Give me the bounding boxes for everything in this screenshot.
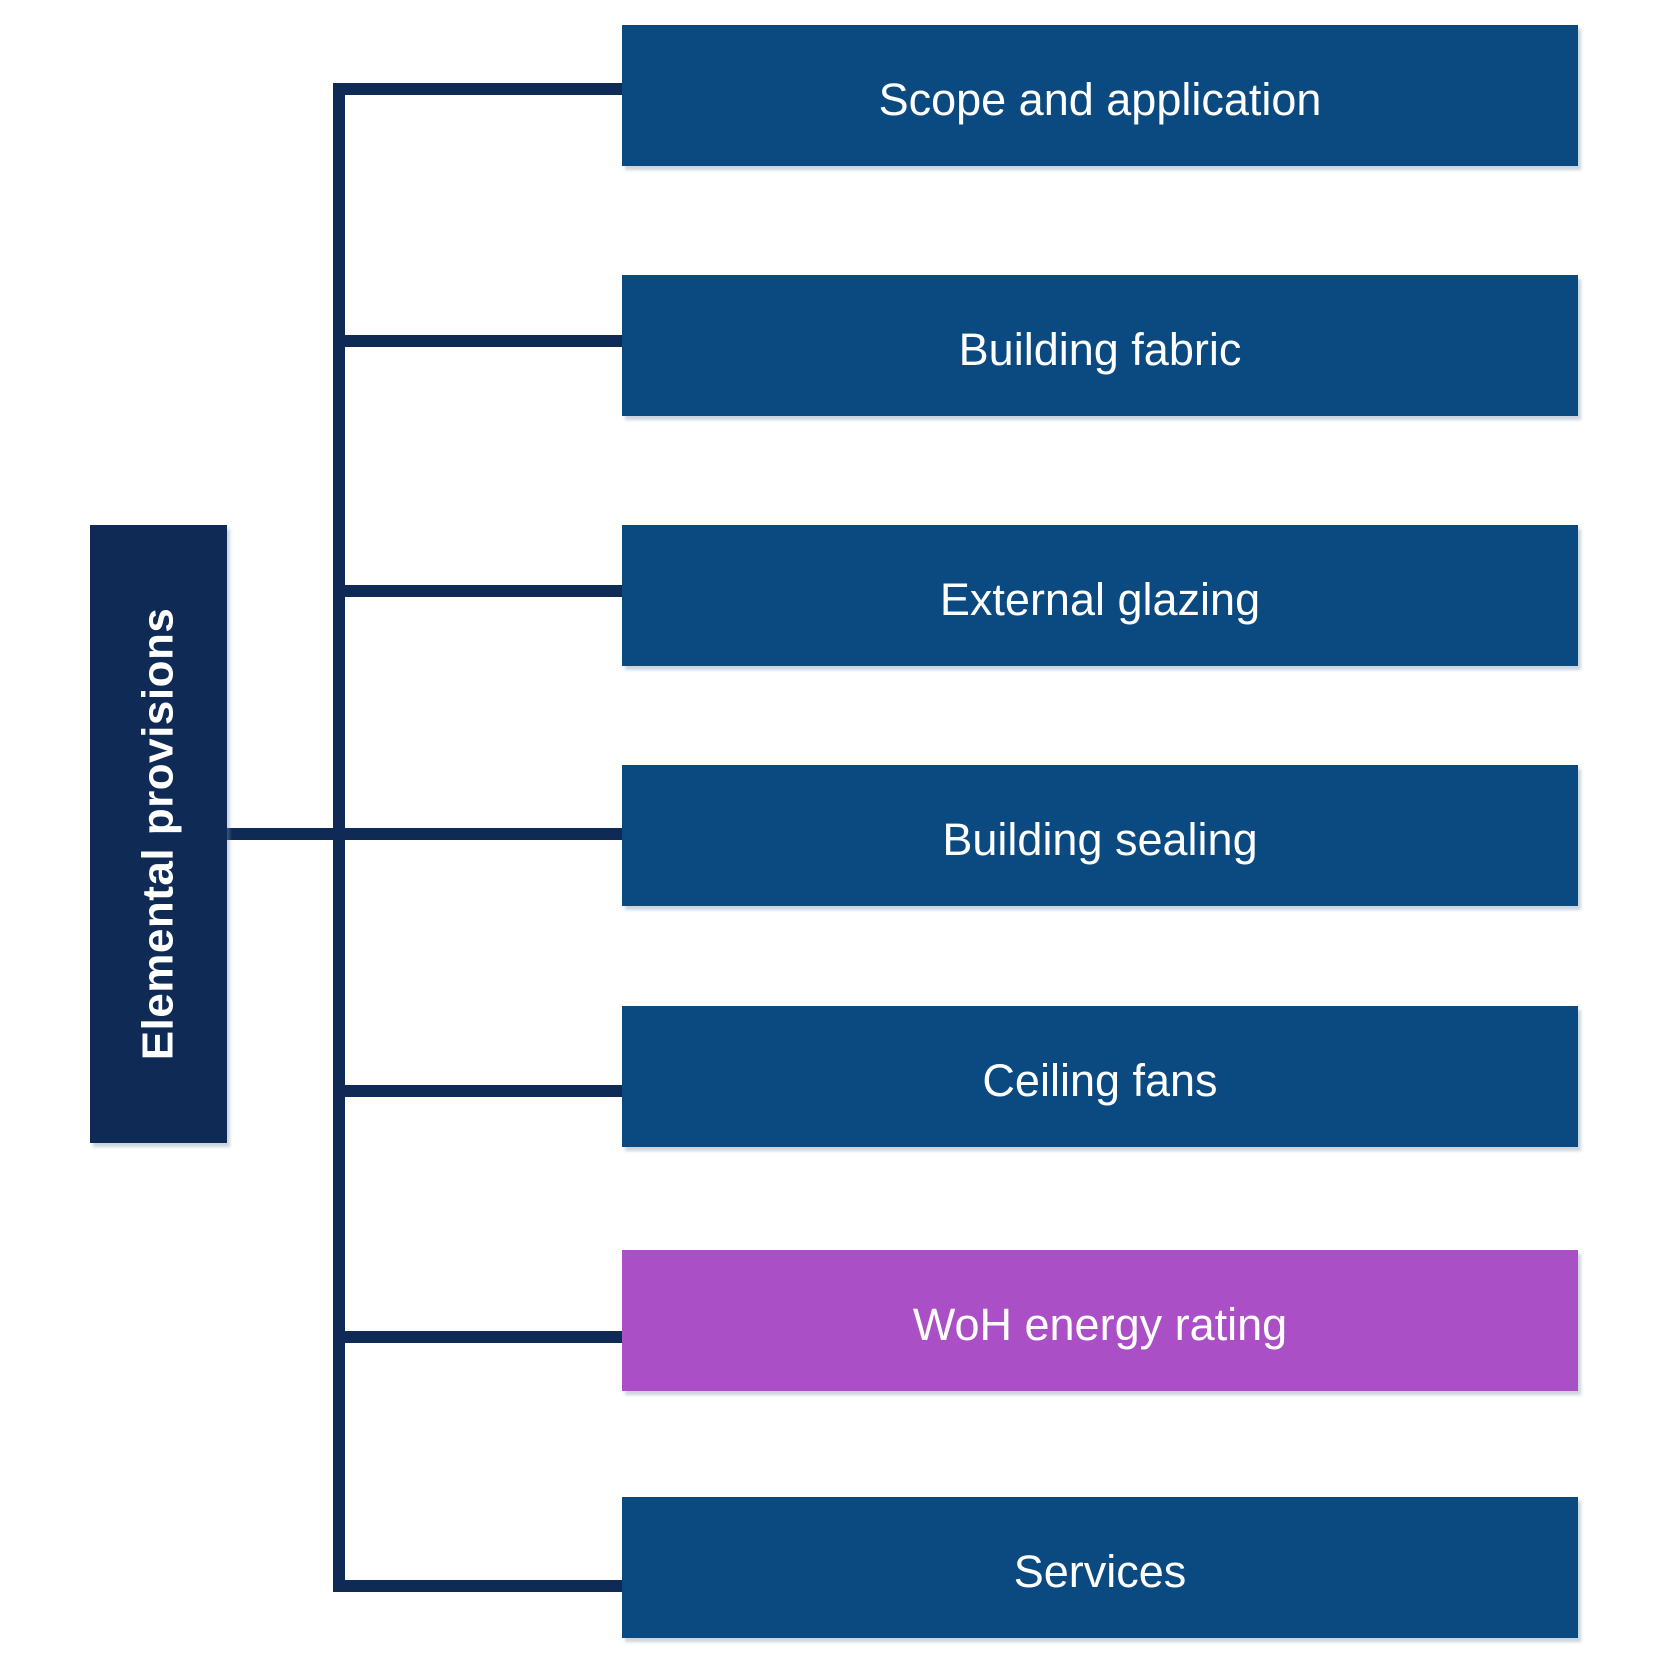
node-building-fabric: Building fabric bbox=[622, 275, 1578, 416]
branch-connector-line-external-glazing bbox=[339, 585, 622, 597]
branch-connector-line-woh-energy-rating bbox=[339, 1331, 622, 1343]
root-node-label: Elemental provisions bbox=[133, 607, 183, 1061]
branch-connector-line-building-fabric bbox=[339, 335, 622, 347]
node-ceiling-fans: Ceiling fans bbox=[622, 1006, 1578, 1147]
node-label-building-sealing: Building sealing bbox=[942, 813, 1258, 865]
node-woh-energy-rating: WoH energy rating bbox=[622, 1250, 1578, 1391]
node-label-woh-energy-rating: WoH energy rating bbox=[912, 1298, 1288, 1350]
node-building-sealing: Building sealing bbox=[622, 765, 1578, 906]
root-node-elemental-provisions: Elemental provisions bbox=[90, 525, 227, 1143]
node-label-ceiling-fans: Ceiling fans bbox=[982, 1054, 1218, 1106]
root-connector-line bbox=[227, 828, 345, 840]
node-scope-and-application: Scope and application bbox=[622, 25, 1578, 166]
node-label-services: Services bbox=[1013, 1545, 1187, 1597]
branch-connector-line-ceiling-fans bbox=[339, 1085, 622, 1097]
branch-connector-line-services bbox=[339, 1580, 622, 1592]
node-label-external-glazing: External glazing bbox=[939, 573, 1261, 625]
node-external-glazing: External glazing bbox=[622, 525, 1578, 666]
branch-connector-line-building-sealing bbox=[339, 828, 622, 840]
node-label-scope-and-application: Scope and application bbox=[878, 73, 1322, 125]
node-services: Services bbox=[622, 1497, 1578, 1638]
node-label-building-fabric: Building fabric bbox=[958, 323, 1242, 375]
branch-connector-line-scope-and-application bbox=[339, 83, 622, 95]
